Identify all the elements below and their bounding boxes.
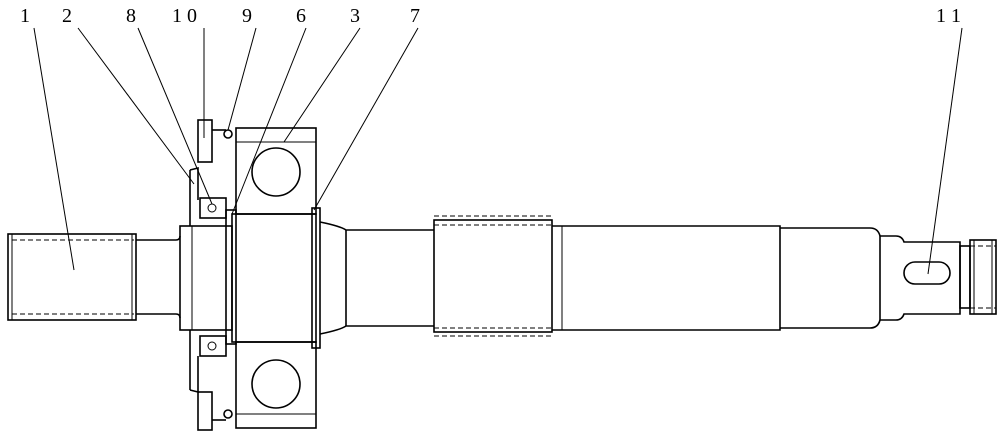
- main-shaft: [319, 215, 881, 337]
- callout-7: 7: [410, 5, 420, 27]
- spacer: [225, 209, 237, 345]
- ball-bearing: [235, 127, 317, 429]
- callout-8: 8: [126, 5, 136, 27]
- callout-2: 2: [62, 5, 72, 27]
- oil-seal: [199, 197, 227, 357]
- callout-6: 6: [296, 5, 306, 27]
- callout-1: 1: [20, 5, 30, 27]
- callout-10: 1 0: [172, 5, 197, 27]
- bearing-seat: [231, 213, 317, 343]
- flange-cover: [189, 119, 226, 431]
- callout-3: 3: [350, 5, 360, 27]
- shaft-end-right: [880, 235, 997, 321]
- snap-ring-top: [223, 129, 233, 139]
- callout-11: 1 1: [936, 5, 961, 27]
- threaded-end: [7, 233, 137, 321]
- callout-9: 9: [242, 5, 252, 27]
- snap-ring-bottom: [223, 409, 233, 419]
- shaft-neck-left: [136, 235, 181, 319]
- leader-lines: [33, 27, 963, 275]
- retainer-ring: [311, 207, 321, 349]
- shaft-collar: [179, 225, 233, 331]
